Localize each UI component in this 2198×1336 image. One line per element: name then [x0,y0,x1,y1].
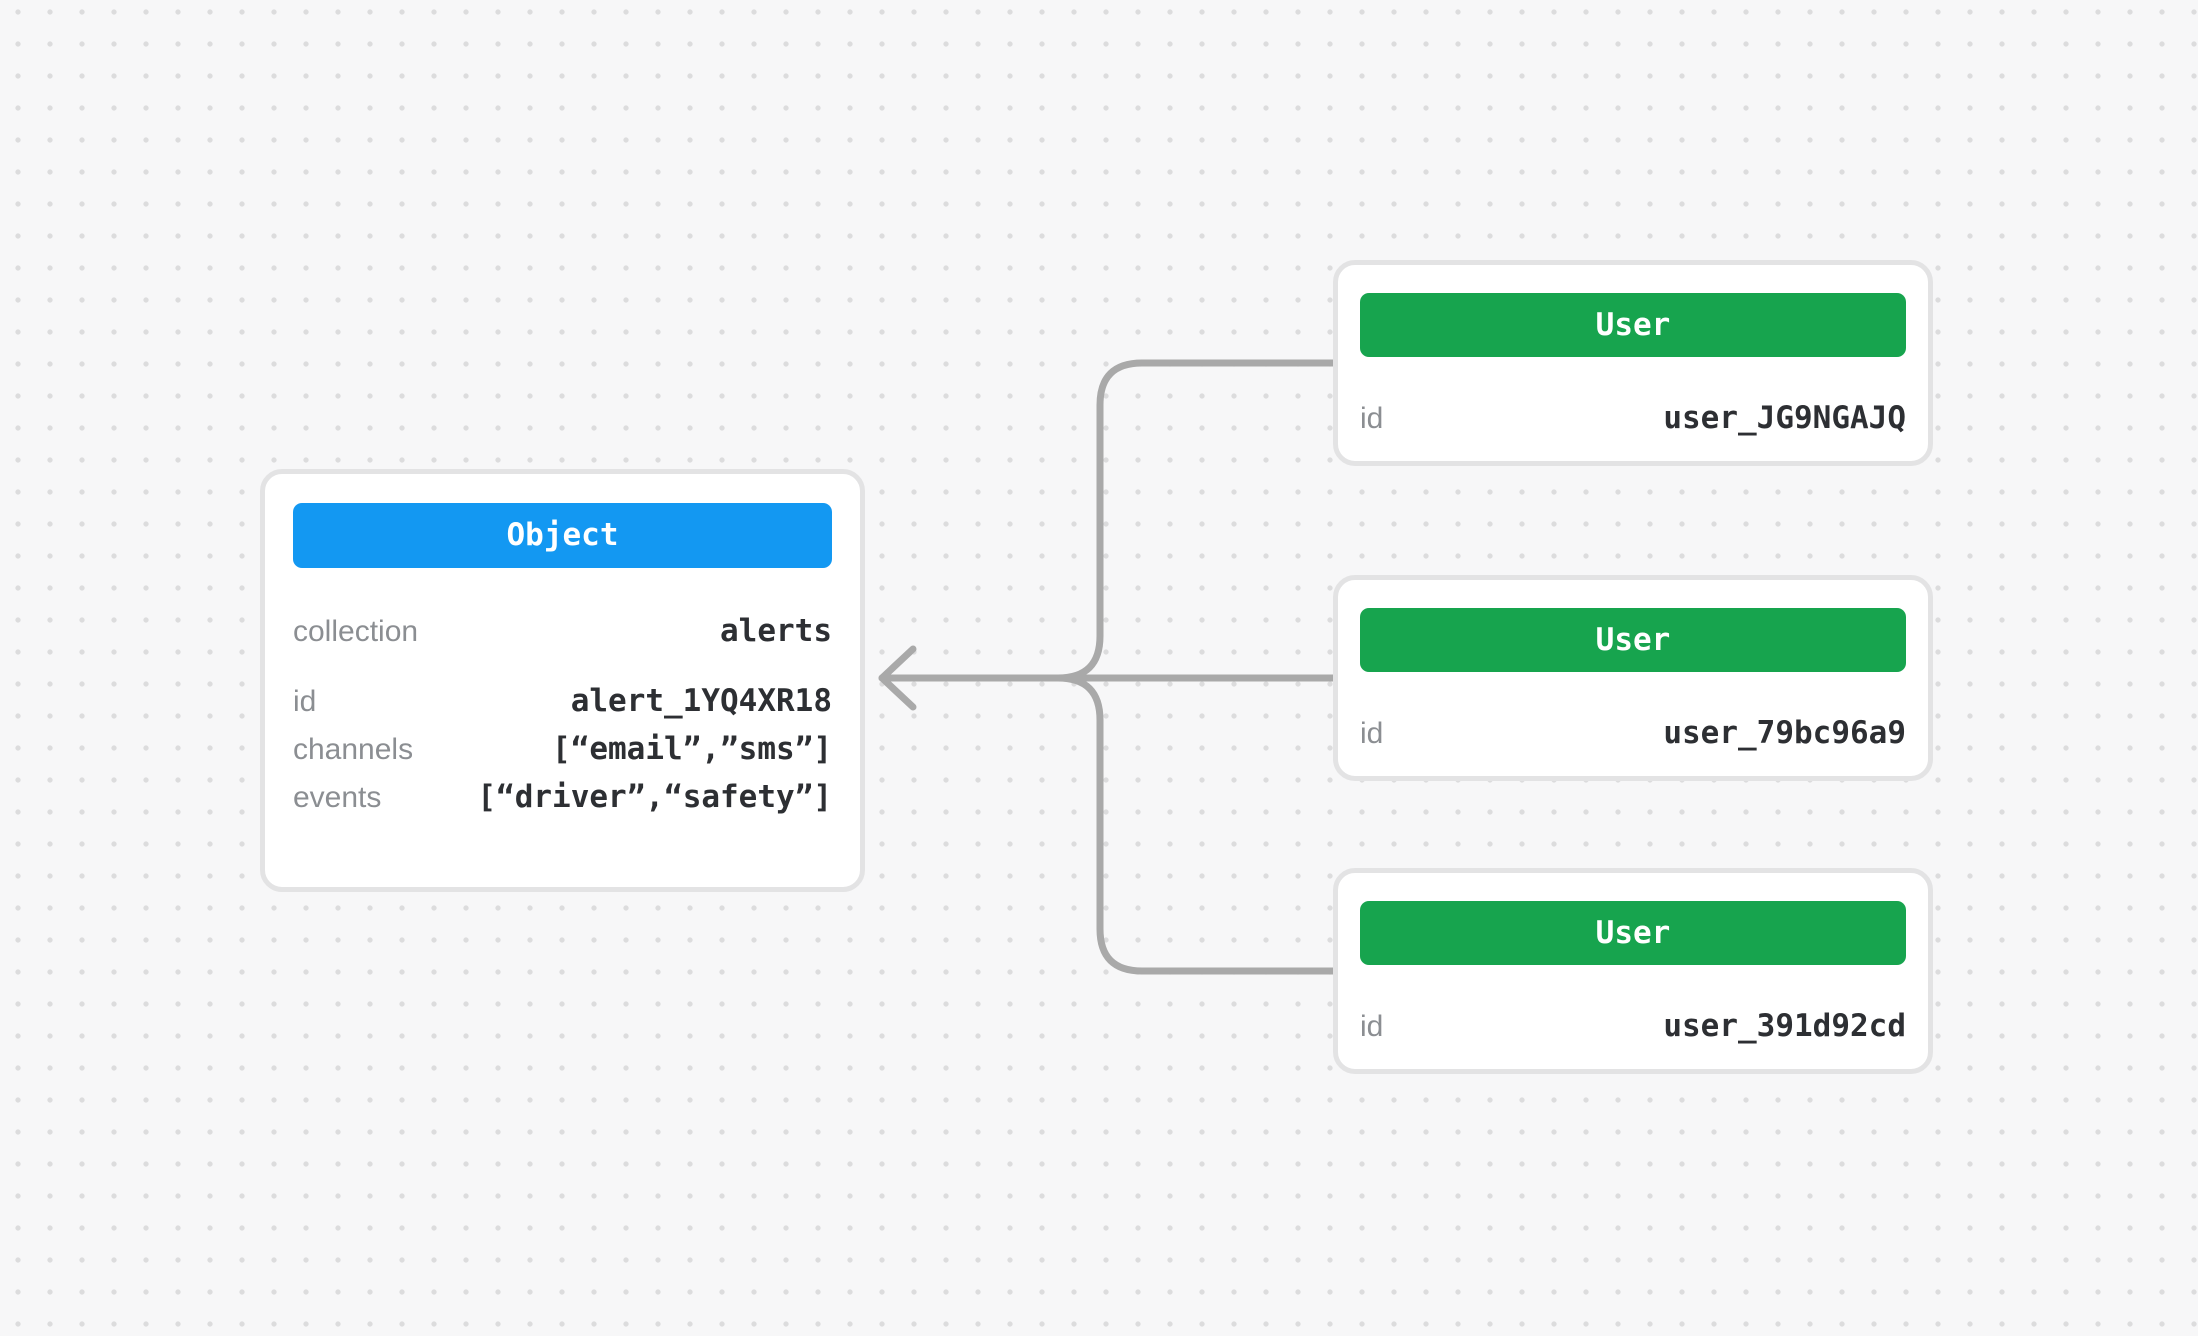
field-label: events [293,781,382,814]
user-node-header: User [1360,901,1906,965]
field-label: channels [293,733,414,766]
user-node-1[interactable]: User id user_JG9NGAJQ [1333,260,1933,466]
user-node-3[interactable]: User id user_391d92cd [1333,868,1933,1074]
user-node-2[interactable]: User id user_79bc96a9 [1333,575,1933,781]
field-value: alerts [720,613,832,649]
field-label: id [293,685,317,718]
user-node-header: User [1360,293,1906,357]
field-value: user_391d92cd [1663,1008,1906,1044]
field-row-id: id user_391d92cd [1360,1004,1906,1048]
field-row-id: id alert_1YQ4XR18 [293,679,832,723]
field-row-id: id user_JG9NGAJQ [1360,396,1906,440]
field-value: [“driver”,“safety”] [477,779,832,815]
object-node-fields: collection alerts id alert_1YQ4XR18 chan… [265,609,860,819]
object-node[interactable]: Object collection alerts id alert_1YQ4XR… [260,469,865,892]
object-node-header: Object [293,503,832,568]
field-label: id [1360,402,1384,435]
user-node-fields: id user_JG9NGAJQ [1338,396,1928,440]
field-row-channels: channels [“email”,”sms”] [293,727,832,771]
field-row-events: events [“driver”,“safety”] [293,775,832,819]
field-row-id: id user_79bc96a9 [1360,711,1906,755]
field-label: id [1360,717,1384,750]
field-value: alert_1YQ4XR18 [570,683,832,719]
field-value: user_79bc96a9 [1663,715,1906,751]
field-row-collection: collection alerts [293,609,832,653]
user-node-header: User [1360,608,1906,672]
field-label: collection [293,615,419,648]
field-label: id [1360,1010,1384,1043]
field-value: [“email”,”sms”] [552,731,832,767]
edge-user3-to-object [1054,674,1337,975]
arrowhead-icon [878,645,917,711]
user-node-fields: id user_79bc96a9 [1338,711,1928,755]
user-node-fields: id user_391d92cd [1338,1004,1928,1048]
field-value: user_JG9NGAJQ [1663,400,1906,436]
edge-user1-to-object [1054,359,1337,682]
